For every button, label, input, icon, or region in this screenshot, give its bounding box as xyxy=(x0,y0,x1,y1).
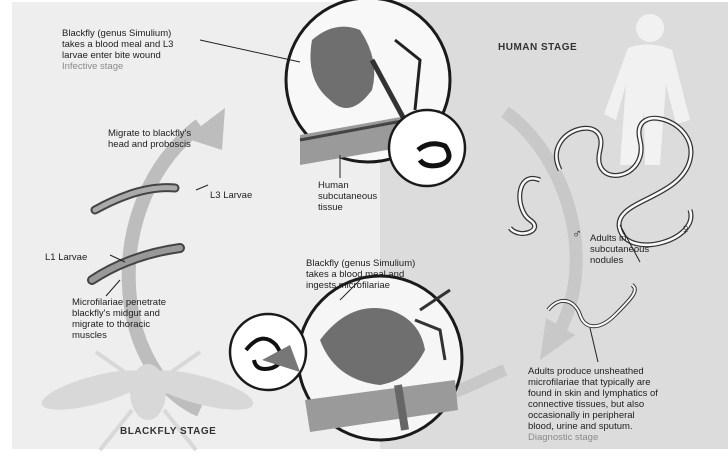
label-line: Adults in xyxy=(590,233,649,244)
label-line: Human xyxy=(318,180,377,191)
label-line: ingests microfilariae xyxy=(306,280,415,291)
female-symbol: ♀ xyxy=(680,224,691,235)
label-line: found in skin and lymphatics of xyxy=(528,388,658,399)
label-line: Blackfly (genus Simulium) xyxy=(62,28,173,39)
label-line: takes a blood meal and xyxy=(306,269,415,280)
human-silhouette xyxy=(604,14,690,165)
label-line: occasionally in peripheral xyxy=(528,410,658,421)
label-line: tissue xyxy=(318,202,377,213)
label-blood-meal-mf: Blackfly (genus Simulium) takes a blood … xyxy=(306,258,415,291)
label-line: nodules xyxy=(590,255,649,266)
label-line: takes a blood meal and L3 xyxy=(62,39,173,50)
label-line: Microfilariae penetrate xyxy=(72,297,166,308)
label-line: migrate to thoracic xyxy=(72,319,166,330)
male-symbol: ♂ xyxy=(572,228,582,239)
label-blood-meal-l3: Blackfly (genus Simulium) takes a blood … xyxy=(62,28,173,72)
label-line: larvae enter bite wound xyxy=(62,50,173,61)
label-line: subcutaneous xyxy=(590,244,649,255)
inset-circle-l3 xyxy=(389,110,465,186)
blackfly-stage-title: BLACKFLY STAGE xyxy=(120,426,216,437)
label-line: blackfly's midgut and xyxy=(72,308,166,319)
label-line: Migrate to blackfly's xyxy=(108,128,191,139)
label-adults-nodules: Adults in subcutaneous nodules xyxy=(590,233,649,266)
label-line: muscles xyxy=(72,330,166,341)
label-l3-larvae: L3 Larvae xyxy=(210,190,252,201)
label-line: Adults produce unsheathed xyxy=(528,366,658,377)
label-line: microfilariae that typically are xyxy=(528,377,658,388)
label-line: blood, urine and sputum. xyxy=(528,421,658,432)
human-stage-title: HUMAN STAGE xyxy=(498,42,577,53)
label-subcutaneous-tissue: Human subcutaneous tissue xyxy=(318,180,377,213)
label-infective-stage: Infective stage xyxy=(62,61,173,72)
bite-circle-bottom xyxy=(298,276,462,440)
inset-circle-mf xyxy=(230,314,306,390)
label-l1-larvae: L1 Larvae xyxy=(45,252,87,263)
label-line: head and proboscis xyxy=(108,139,191,150)
label-midgut: Microfilariae penetrate blackfly's midgu… xyxy=(72,297,166,341)
label-adults-produce: Adults produce unsheathed microfilariae … xyxy=(528,366,658,443)
label-line: subcutaneous xyxy=(318,191,377,202)
label-migrate: Migrate to blackfly's head and proboscis xyxy=(108,128,191,150)
label-line: connective tissues, but also xyxy=(528,399,658,410)
label-line: Blackfly (genus Simulium) xyxy=(306,258,415,269)
label-diagnostic-stage: Diagnostic stage xyxy=(528,432,658,443)
